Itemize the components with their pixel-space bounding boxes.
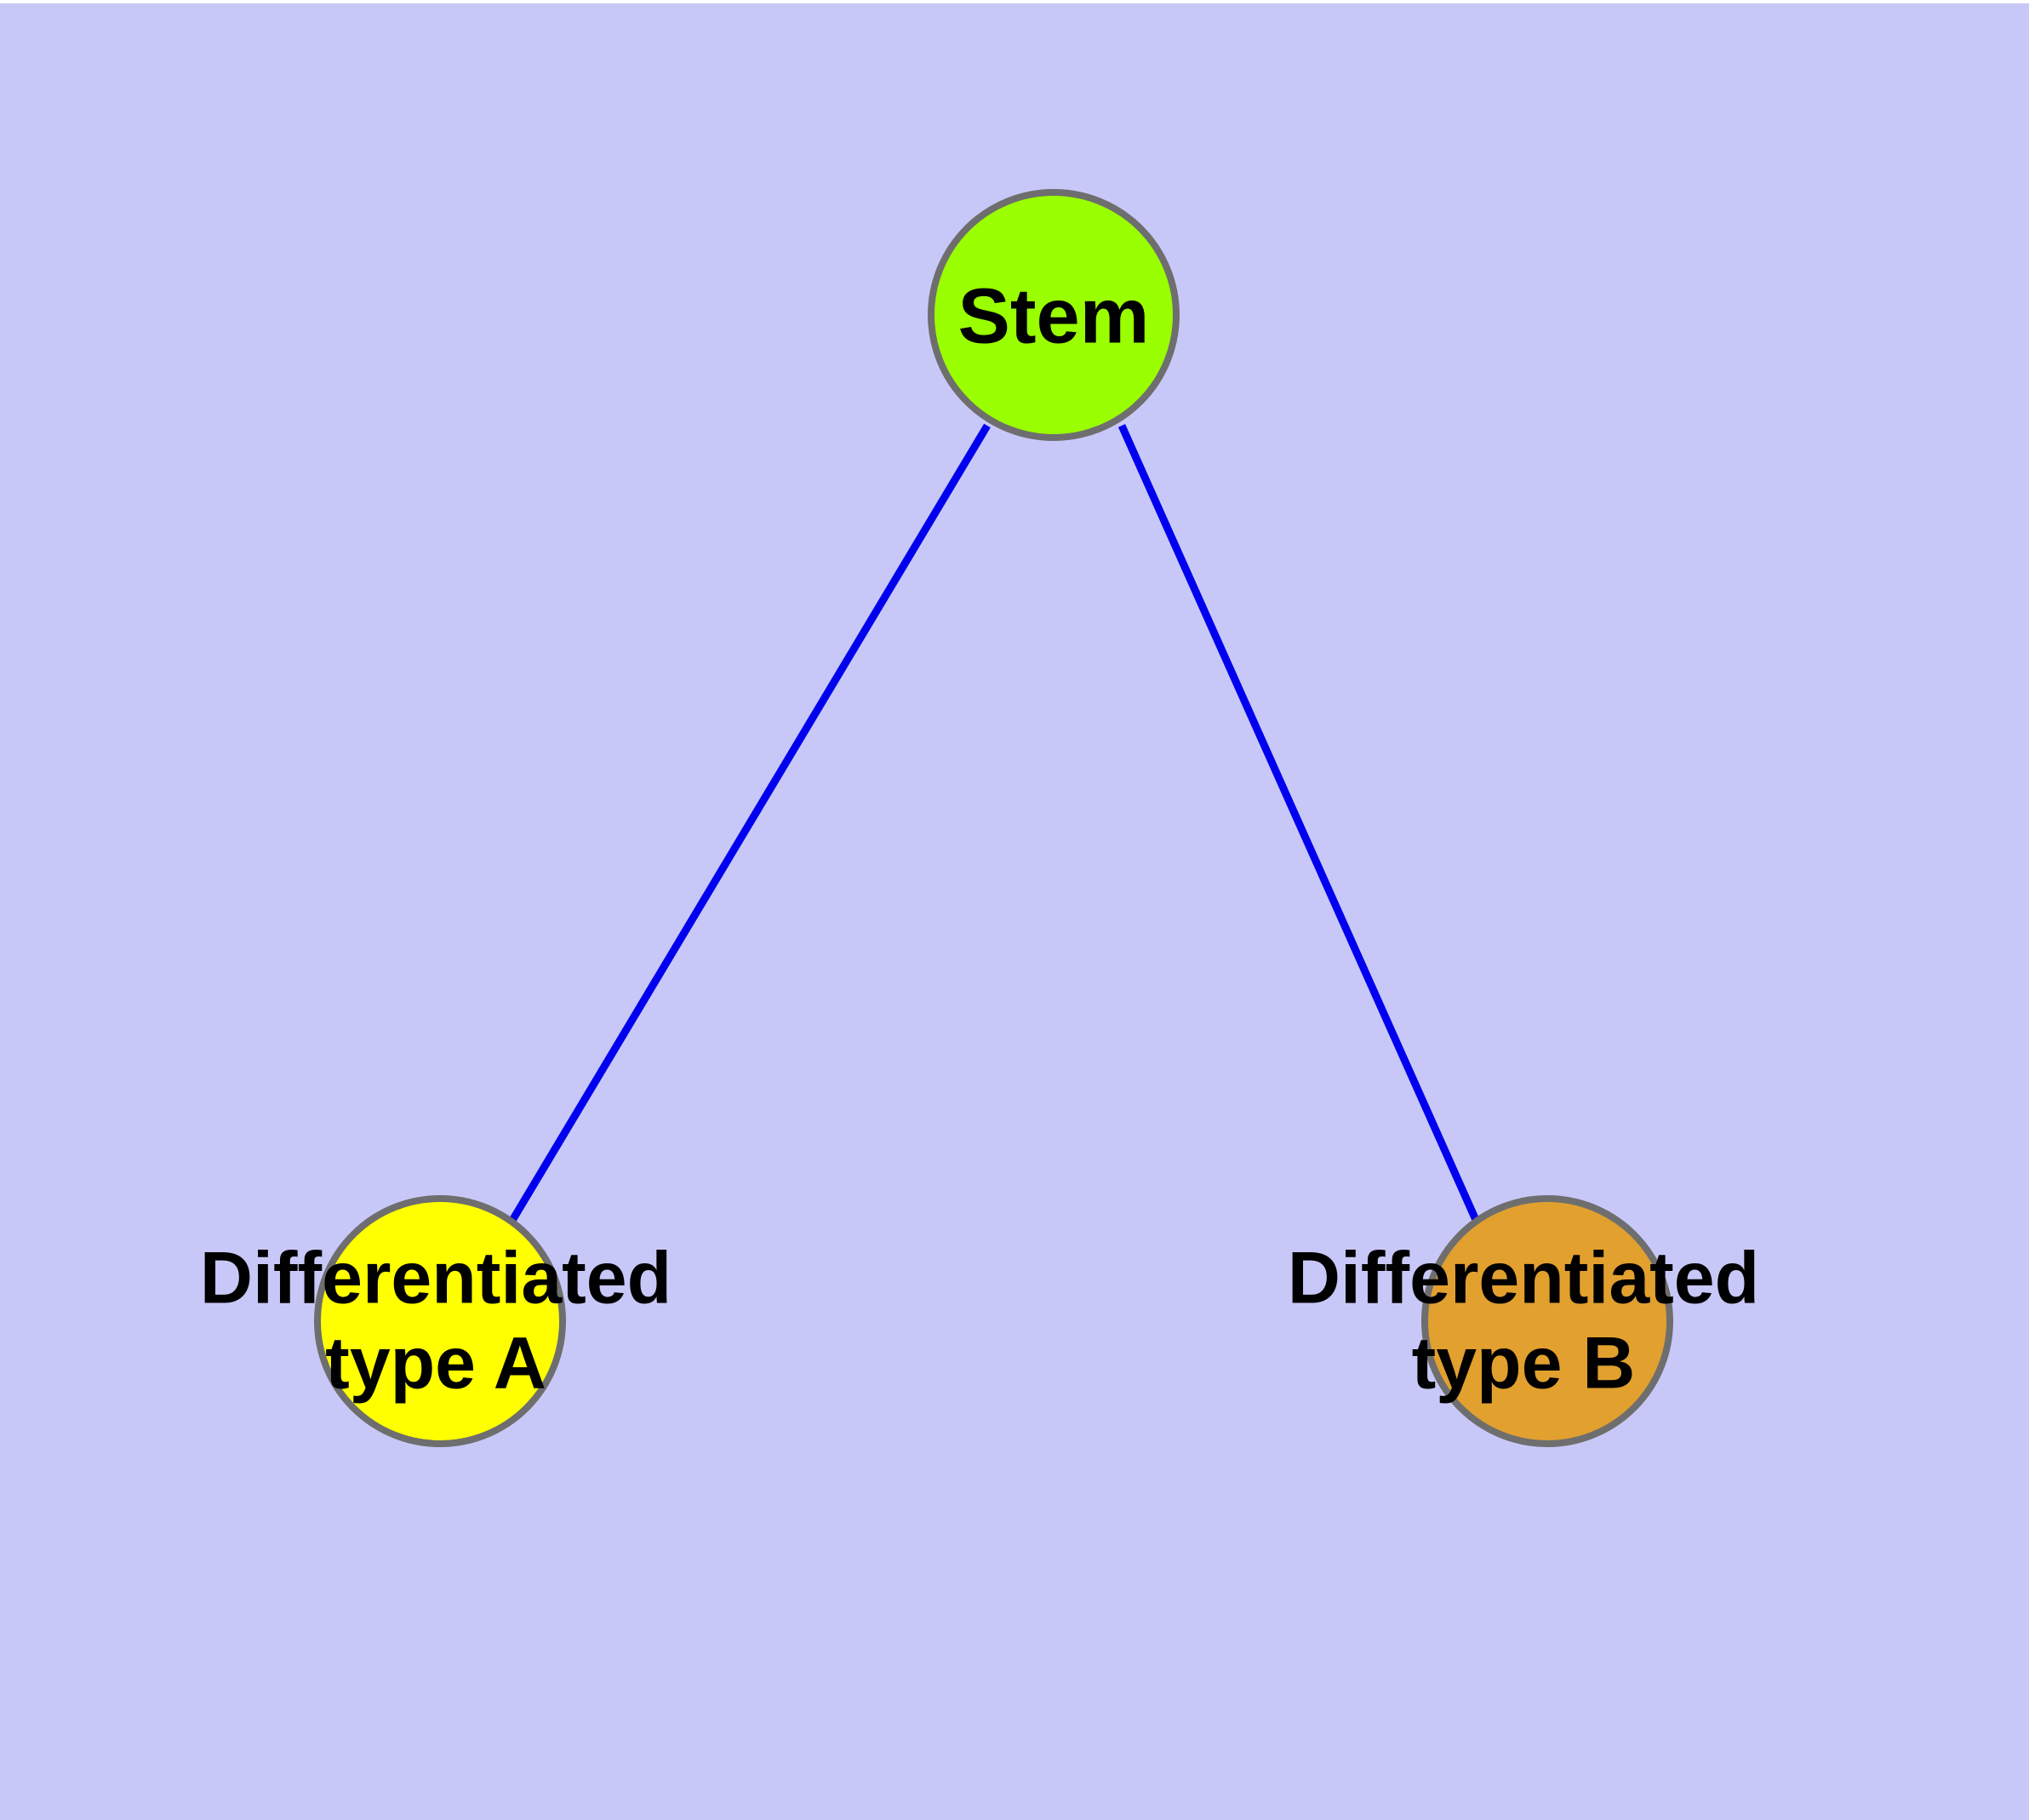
graph-node-stem[interactable]	[928, 189, 1180, 441]
graph-node-label-stem: Stem	[958, 272, 1150, 363]
graph-node-label-line: Differentiated	[199, 1237, 672, 1319]
graph-node-label-line: Stem	[957, 272, 1150, 360]
graph-node-diff_a[interactable]	[314, 1195, 566, 1447]
graph-node-label-line: type A	[325, 1322, 546, 1404]
graph-node-label-line: Differentiated	[1287, 1237, 1760, 1319]
graph-node-label-line: type B	[1411, 1322, 1636, 1404]
graph-node-diff_b[interactable]	[1421, 1195, 1673, 1447]
